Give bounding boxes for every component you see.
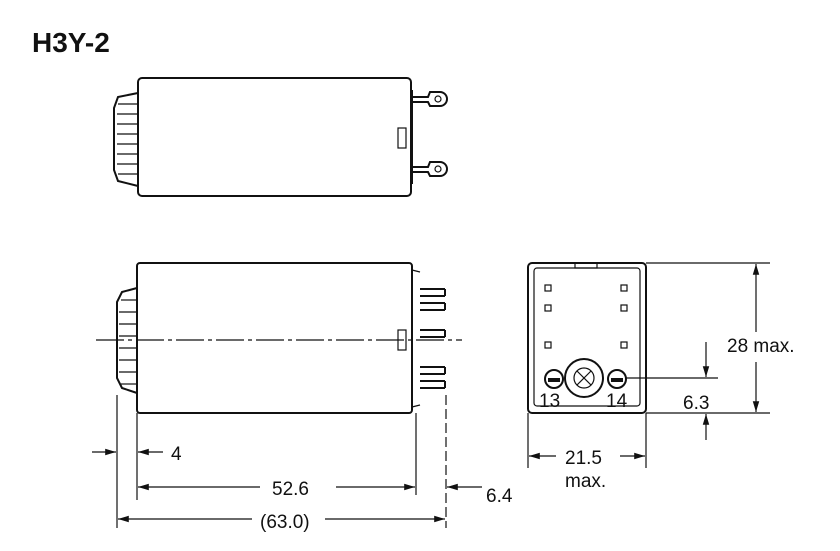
dimension-lines (92, 264, 760, 523)
dim-terminal-pitch: 6.3 (683, 393, 709, 414)
dim-width-note: max. (565, 471, 606, 492)
top-view (113, 77, 448, 197)
dim-terminal-length: 6.4 (486, 486, 513, 507)
model-title: H3Y-2 (32, 27, 110, 58)
dim-height: 28 max. (727, 336, 795, 357)
dim-overall-length: (63.0) (260, 512, 310, 533)
dim-knob-depth: 4 (171, 444, 182, 465)
dim-width: 21.5 (565, 448, 602, 469)
terminal-13-label: 13 (539, 391, 560, 412)
dim-body-length: 52.6 (272, 479, 309, 500)
end-view: 13 14 (527, 262, 770, 468)
terminal-14-label: 14 (606, 391, 628, 412)
side-view (96, 262, 462, 528)
